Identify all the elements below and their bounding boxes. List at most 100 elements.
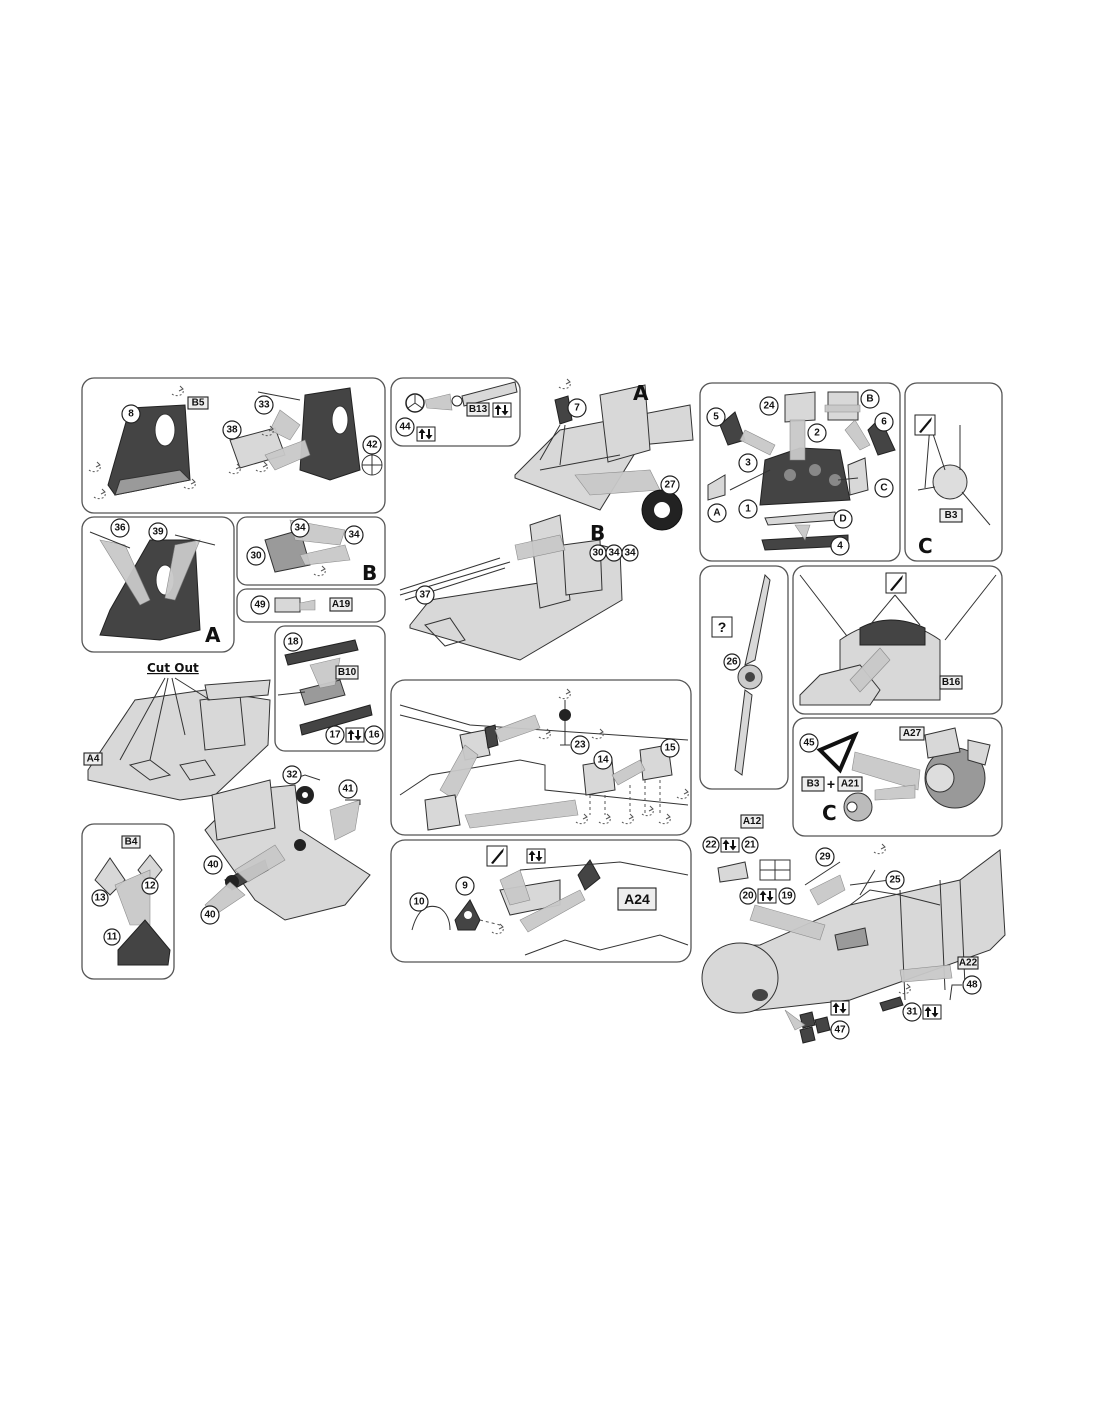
part-number-33: 33	[254, 395, 274, 415]
fuselage-final-assembly	[701, 843, 1006, 1044]
svg-text:32: 32	[286, 770, 298, 781]
part-number-44: 44	[395, 417, 415, 437]
headrest-assembly	[94, 854, 171, 966]
svg-text:44: 44	[399, 422, 411, 433]
double-arrow-icon	[345, 727, 365, 743]
svg-text:23: 23	[574, 740, 586, 751]
svg-text:41: 41	[342, 784, 354, 795]
engine-mount-b3	[917, 424, 991, 526]
svg-text:42: 42	[366, 440, 378, 451]
part-number-49: 49	[250, 595, 270, 615]
part-number-15: 15	[660, 738, 680, 758]
svg-text:B13: B13	[469, 404, 488, 415]
seat-assembly	[88, 385, 383, 500]
svg-text:10: 10	[413, 897, 425, 908]
scalpel-icon	[486, 845, 508, 867]
svg-text:36: 36	[114, 523, 126, 534]
part-label-b3-engine: B3	[801, 776, 825, 792]
part-number-2: 2	[807, 423, 827, 443]
part-number-13: 13	[91, 889, 109, 907]
svg-text:33: 33	[258, 400, 270, 411]
part-number-11: 11	[103, 928, 121, 946]
part-number-37: 37	[415, 585, 435, 605]
svg-text:26: 26	[726, 657, 738, 668]
svg-text:21: 21	[744, 840, 756, 851]
svg-text:?: ?	[718, 619, 727, 635]
lower-cockpit-assembly	[204, 774, 371, 921]
svg-text:A21: A21	[841, 779, 860, 790]
part-number-6: 6	[874, 412, 894, 432]
cowling-b16	[799, 574, 997, 706]
part-label-b16: B16	[939, 675, 963, 690]
part-number-40b: 40	[200, 905, 220, 925]
part-number-27: 27	[660, 475, 680, 495]
svg-text:B: B	[866, 394, 873, 405]
stage-letter-c-b3: C	[918, 534, 933, 558]
plus-sign: +	[827, 776, 835, 792]
svg-text:A4: A4	[87, 754, 100, 765]
double-arrow-icon	[922, 1004, 942, 1020]
propeller-assembly	[734, 574, 771, 776]
svg-text:15: 15	[664, 743, 676, 754]
stage-letter-c-engine: C	[822, 801, 837, 825]
svg-text:31: 31	[906, 1007, 918, 1018]
svg-text:34: 34	[624, 548, 636, 559]
double-arrow-icon	[830, 1000, 850, 1016]
svg-text:16: 16	[368, 730, 380, 741]
part-number-34a: 34	[605, 544, 623, 562]
part-label-a19: A19	[329, 597, 353, 612]
cockpit-floor-assembly	[514, 384, 694, 531]
part-number-26: 26	[723, 653, 741, 671]
part-label-b10: B10	[335, 665, 359, 680]
svg-text:A24: A24	[624, 891, 650, 907]
part-number-21: 21	[741, 836, 759, 854]
part-number-31: 31	[902, 1002, 922, 1022]
floor-b-assembly	[264, 519, 351, 577]
svg-text:2: 2	[814, 428, 820, 439]
part-number-5: 5	[706, 407, 726, 427]
svg-text:B4: B4	[125, 837, 138, 848]
double-arrow-icon	[757, 888, 777, 904]
svg-text:19: 19	[781, 891, 793, 902]
canopy-frame-assembly	[411, 859, 689, 956]
part-label-b13: B13	[466, 402, 490, 417]
svg-text:9: 9	[462, 881, 468, 892]
svg-text:39: 39	[152, 527, 164, 538]
part-number-41: 41	[338, 779, 358, 799]
part-number-32: 32	[282, 765, 302, 785]
part-label-a21: A21	[837, 776, 863, 792]
part-label-a12: A12	[740, 814, 764, 829]
panel-fuselage-side	[390, 679, 692, 836]
label-b-instruments: B	[860, 389, 880, 409]
double-arrow-icon	[492, 402, 512, 418]
svg-text:A19: A19	[332, 599, 351, 610]
svg-text:B10: B10	[338, 667, 357, 678]
part-number-17: 17	[325, 725, 345, 745]
svg-text:45: 45	[803, 738, 815, 749]
part-label-a4: A4	[83, 752, 103, 766]
svg-text:14: 14	[597, 755, 609, 766]
part-number-8: 8	[121, 404, 141, 424]
double-arrow-icon	[720, 837, 740, 853]
svg-text:38: 38	[226, 425, 238, 436]
part-label-b3: B3	[939, 508, 963, 523]
svg-text:30: 30	[592, 548, 604, 559]
svg-text:47: 47	[834, 1025, 846, 1036]
svg-text:29: 29	[819, 852, 831, 863]
svg-text:7: 7	[574, 403, 580, 414]
gun-assembly	[277, 639, 373, 736]
svg-text:A12: A12	[743, 816, 762, 827]
part-number-34c: 34	[290, 518, 310, 538]
fuselage-floor-a4	[87, 677, 271, 801]
engine-assembly	[816, 727, 991, 822]
svg-text:40: 40	[207, 860, 219, 871]
svg-text:A27: A27	[903, 728, 922, 739]
svg-text:49: 49	[254, 600, 266, 611]
part-label-a27: A27	[899, 726, 925, 741]
part-number-22: 22	[702, 836, 720, 854]
svg-text:B3: B3	[807, 779, 820, 790]
svg-text:4: 4	[837, 541, 843, 552]
svg-text:11: 11	[107, 932, 118, 943]
svg-text:27: 27	[664, 480, 676, 491]
svg-text:A22: A22	[959, 958, 978, 969]
